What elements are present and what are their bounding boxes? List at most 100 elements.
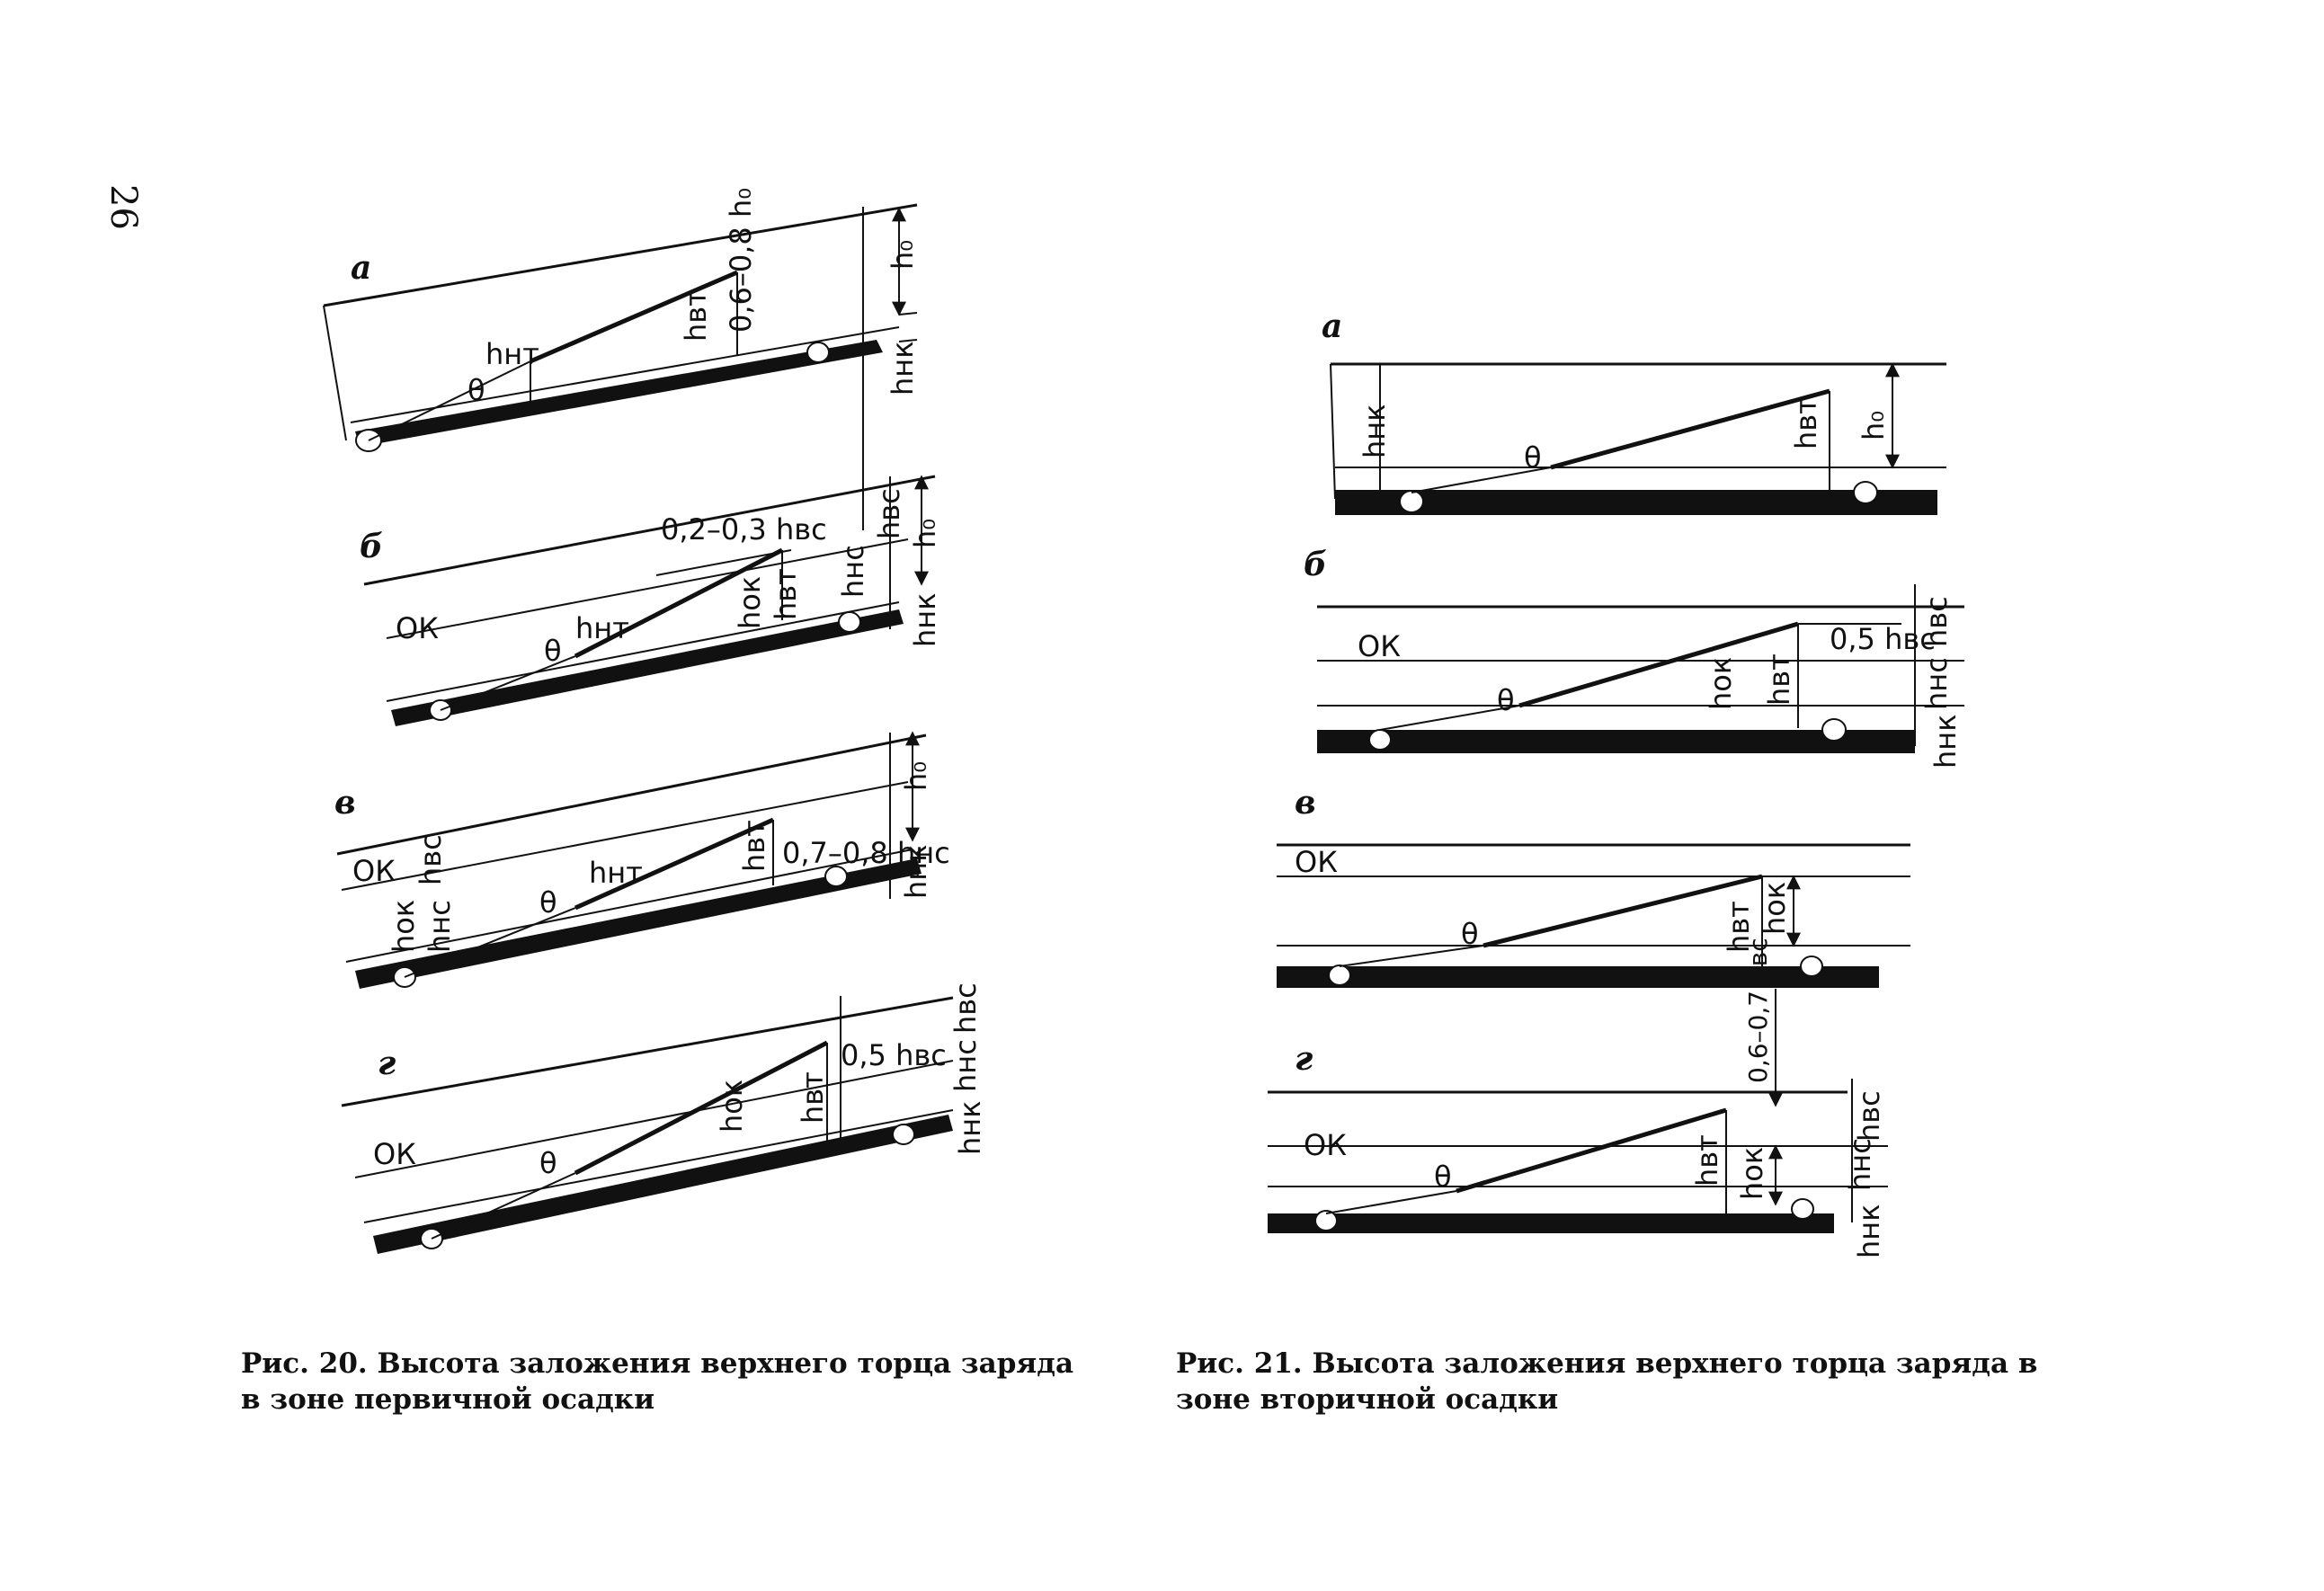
label-dim-top: 0,5 hвс [841,1038,947,1072]
charge [1518,621,1799,708]
label-h-ns: hнс [1843,1138,1877,1191]
charge [1483,874,1763,948]
charge [574,547,784,659]
coal-seam [355,858,922,989]
charge-top [1853,481,1878,504]
label-theta: θ [1461,917,1479,951]
label-theta: θ [1524,440,1542,475]
panel-letter: г [378,1044,396,1082]
panel-letter: а [351,249,371,287]
coal-seam [1277,966,1879,988]
panel-letter: а [1322,307,1342,345]
tick [898,312,918,316]
figure-20-caption: Рис. 20. Высота заложения верхнего торца… [241,1347,1074,1416]
charge [574,817,775,911]
layer-line [345,849,913,963]
figure-21-caption: Рис. 21. Высота заложения верхнего торца… [1176,1347,2038,1416]
label-ok: ОК [373,1137,416,1171]
label-h-ns: hнс [423,900,457,953]
label-h0: h₀ [886,240,920,270]
figure-21: а hнк θ hвт h₀ б [1268,307,1964,1258]
label-h-nk: hнк [886,341,920,396]
label-h-nt: hнт [589,856,643,890]
borehole-thin [1411,467,1552,493]
cut-edge [323,305,347,441]
tick [898,339,918,342]
label-h-vt: hвт [679,289,713,342]
borehole-thin [368,360,531,441]
borehole-thin [440,655,576,711]
ok-line [386,538,909,639]
label-ok: ОК [352,854,396,888]
label-theta: θ [539,885,557,920]
panel-letter: б [360,528,383,565]
layer-line [350,326,900,423]
label-h-nt: hнт [575,611,629,645]
label-h-ok: hок [1704,657,1738,710]
label-ok: ОК [1295,845,1338,879]
label-h-vs: hвс [872,488,906,539]
borehole-thin [1339,945,1484,967]
label-h0: h₀ [1857,411,1891,440]
label-dim-top: 0,6–0,7 hвс [1743,938,1773,1083]
borehole-thin [431,1172,576,1240]
left-edge [1330,363,1336,500]
label-ok: ОК [1358,629,1401,663]
label-h-ok: hок [715,1080,749,1133]
label-h-ns: hнс [948,1039,983,1092]
dim-top-line [655,549,792,576]
label-dim-top: 0,5 hвс [1830,622,1936,656]
label-h-ok: hок [1758,882,1792,935]
label-h-vt: hвт [1690,1134,1724,1187]
label-theta: θ [1497,683,1515,717]
label-dim-top: 0,2–0,3 hвс [661,512,827,547]
label-h-vs: hвс [414,834,448,885]
fig21-panel-a: а hнк θ hвт h₀ [1322,307,1946,515]
ok-line [354,1060,954,1178]
label-h-nk: hнк [1852,1204,1886,1258]
label-h-nk: hнк [1928,714,1963,769]
label-h-vs: hвс [1919,596,1954,647]
label-dim-top: 0,7–0,8 hнс [782,836,950,870]
charge [1550,388,1830,470]
charge-top [1821,718,1847,742]
label-h-nk: hнк [953,1100,987,1155]
fig20-panel-b: б ОК 0,2–0,3 hвс hнт θ hок hвт hнс hвс h… [360,475,942,726]
coal-seam [1317,730,1915,753]
label-h-vt: hвт [1762,653,1796,706]
fig20-panel-a: а hвт 0,6–0,8 h₀ hнт θ h₀ hнк [323,188,920,530]
fig20-panel-g: г ОК θ hок hвт 0,5 hвс hвс hнс hнк [341,982,987,1254]
charge-top [838,611,861,633]
label-h-ok: hок [387,900,421,953]
label-h0: h₀ [908,519,942,548]
charge-top [806,342,830,363]
label-h-vt: hвт [769,568,803,620]
ok-line [341,781,909,891]
borehole-thin [1325,1190,1457,1214]
borehole-thin [404,907,576,978]
label-theta: θ [467,373,485,407]
charge [530,270,738,364]
label-h0: h₀ [899,761,933,791]
coal-seam [391,609,904,726]
label-h-nk: hнк [1358,404,1392,458]
layer-line [386,601,900,702]
layer-line [363,1109,954,1223]
charge-bottom [1368,729,1392,751]
label-h-vt: hвт [1789,397,1823,449]
panel-letter: в [334,784,356,822]
charge [1456,1107,1727,1194]
charge-top [824,866,848,887]
surface-line [323,203,918,307]
charge-top [1791,1198,1814,1220]
label-h-vs: hвс [1852,1090,1886,1142]
coal-seam [373,1115,953,1254]
label-dim-top: 0,6–0,8 h₀ [724,188,758,333]
label-h-nt: hнт [485,337,539,371]
surface-line [341,996,954,1107]
surface-line [363,475,936,586]
label-h-nk: hнк [908,592,942,647]
charge-top [1800,955,1823,977]
charge-bottom [1314,1210,1338,1231]
